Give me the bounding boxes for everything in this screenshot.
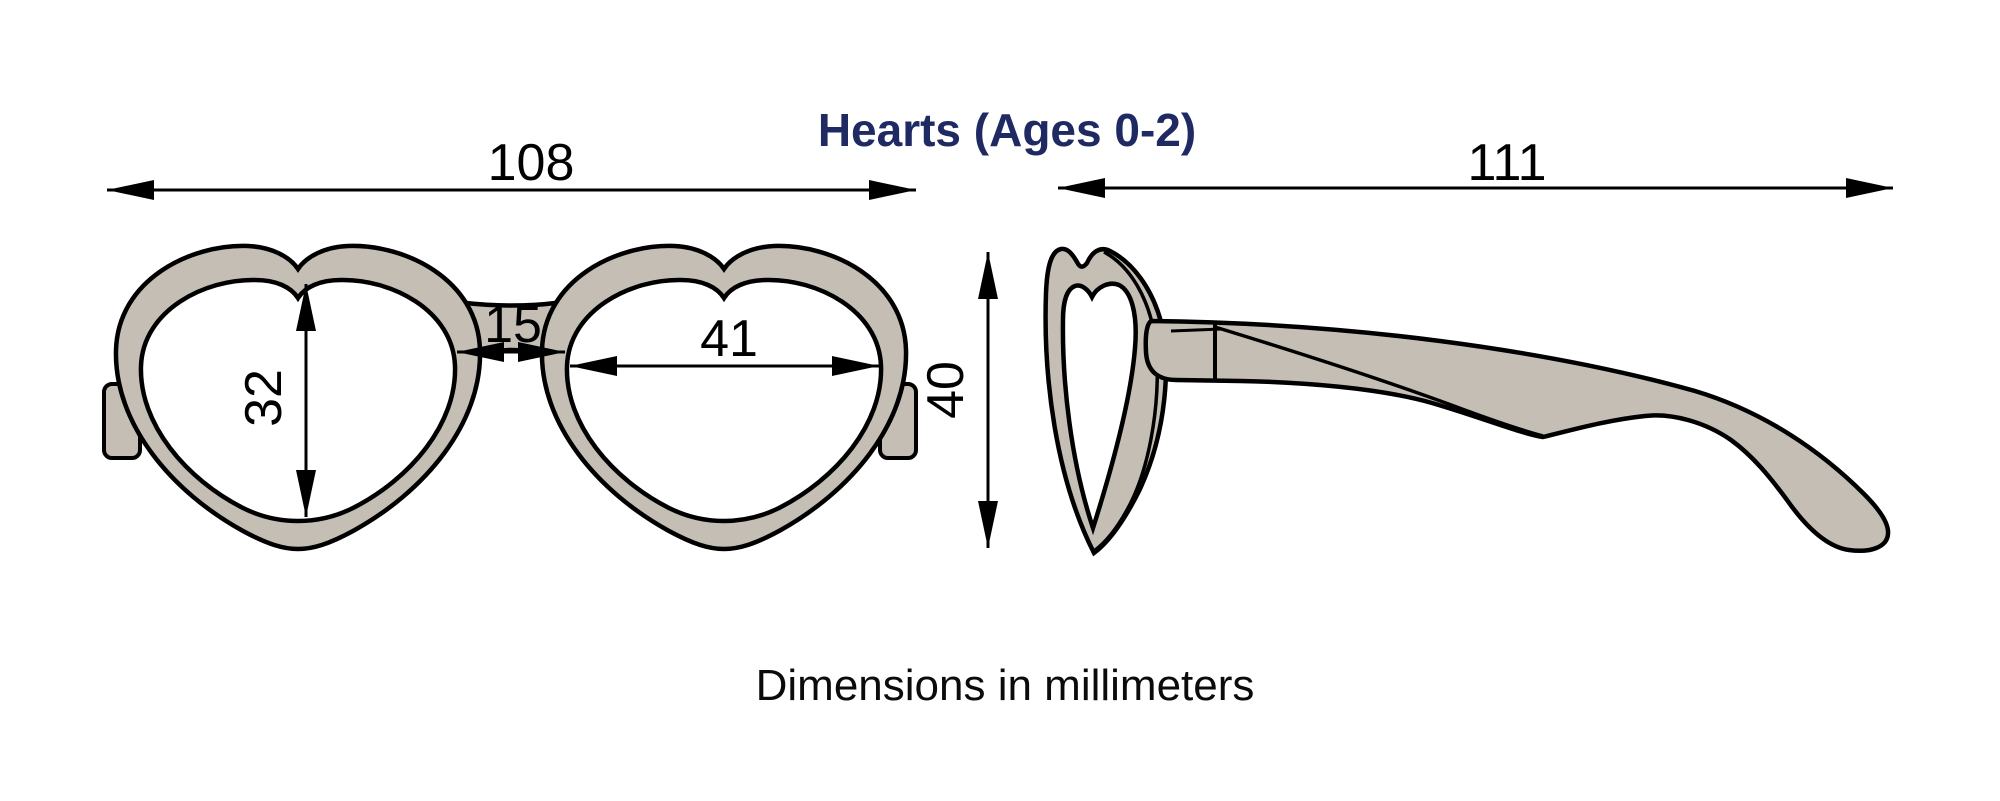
total-width-dimension-value: 108 xyxy=(488,134,575,192)
side-rim-edge-line xyxy=(1092,250,1159,553)
frame-height-dimension-value: 40 xyxy=(917,361,975,419)
side-rim-lens-opening xyxy=(1060,281,1138,536)
lens-width-dimension-value: 41 xyxy=(700,310,758,368)
temple-contour-line xyxy=(1214,325,1544,438)
diagram-title: Hearts (Ages 0-2) xyxy=(818,104,1196,156)
bridge-width-dimension-value: 15 xyxy=(484,296,542,354)
units-note: Dimensions in millimeters xyxy=(756,661,1255,710)
lens-height-dimension-value: 32 xyxy=(235,369,293,427)
temple-arm xyxy=(1143,318,1891,553)
side-view: 111 xyxy=(1043,134,1893,557)
temple-length-dimension-value: 111 xyxy=(1467,134,1546,192)
front-view: 108 15 41 32 40 xyxy=(102,134,998,549)
hinge-top-line xyxy=(1170,327,1223,333)
